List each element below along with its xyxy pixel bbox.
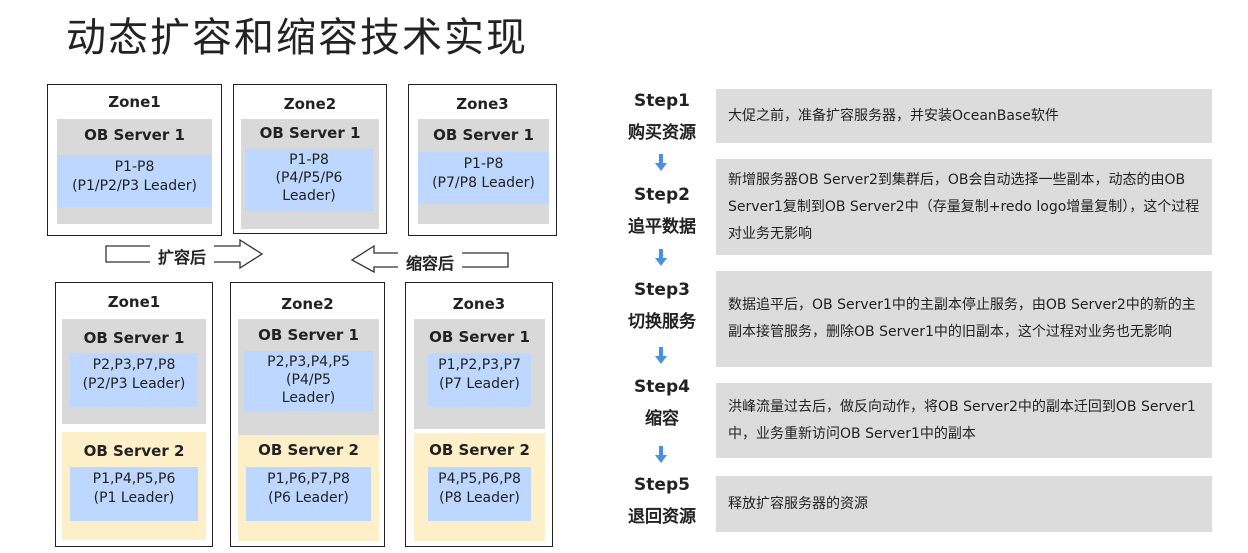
top-zone-1: Zone1 OB Server 1 P1-P8 (P1/P2/P3 Leader… bbox=[47, 84, 222, 236]
zone-label: Zone2 bbox=[281, 295, 334, 313]
server-label: OB Server 1 bbox=[429, 328, 530, 346]
partition-box: P1-P8 (P4/P5/P6 Leader) bbox=[245, 149, 373, 211]
step-2-description: 新增服务器OB Server2到集群后，OB会自动选择一些副本，动态的由OB S… bbox=[716, 159, 1212, 255]
server-label: OB Server 1 bbox=[258, 326, 359, 344]
down-arrow-icon bbox=[655, 446, 667, 463]
down-arrow-icon bbox=[655, 249, 667, 266]
server-label: OB Server 2 bbox=[83, 442, 185, 460]
ob-server-2: OB Server 2 P1,P4,P5,P6 (P1 Leader) bbox=[62, 432, 206, 540]
ob-server-1: OB Server 1 P2,P3,P4,P5 (P4/P5 Leader) bbox=[238, 319, 379, 437]
partition-box: P1,P2,P3,P7 (P7 Leader) bbox=[428, 353, 531, 407]
ob-server-1: OB Server 1 P1-P8 (P1/P2/P3 Leader) bbox=[57, 119, 212, 224]
step-3-description: 数据追平后，OB Server1中的主副本停止服务，由OB Server2中的新… bbox=[716, 271, 1212, 367]
server-label: OB Server 1 bbox=[83, 329, 185, 347]
ob-server-1: OB Server 1 P2,P3,P7,P8 (P2/P3 Leader) bbox=[62, 319, 206, 424]
ob-server-1: OB Server 1 P1-P8 (P4/P5/P6 Leader) bbox=[241, 119, 379, 229]
partition-box: P1-P8 (P1/P2/P3 Leader) bbox=[57, 155, 212, 207]
bottom-zone-3: Zone3 OB Server 1 P1,P2,P3,P7 (P7 Leader… bbox=[405, 282, 553, 547]
top-zone-2: Zone2 OB Server 1 P1-P8 (P4/P5/P6 Leader… bbox=[233, 84, 387, 234]
down-arrow-icon bbox=[655, 347, 667, 364]
shrink-label: 缩容后 bbox=[398, 250, 462, 274]
partition-box: P2,P3,P4,P5 (P4/P5 Leader) bbox=[244, 351, 373, 411]
down-arrow-icon bbox=[655, 154, 667, 171]
zone-label: Zone1 bbox=[108, 93, 161, 111]
step-5-description: 释放扩容服务器的资源 bbox=[716, 476, 1212, 532]
page-title: 动态扩容和缩容技术实现 bbox=[66, 15, 528, 61]
expand-label: 扩容后 bbox=[150, 244, 214, 268]
zone-label: Zone3 bbox=[452, 295, 506, 313]
ob-server-2: OB Server 2 P4,P5,P6,P8 (P8 Leader) bbox=[414, 433, 545, 541]
server-label: OB Server 1 bbox=[84, 126, 185, 144]
partition-box: P1-P8 (P7/P8 Leader) bbox=[418, 152, 549, 204]
ob-server-1: OB Server 1 P1,P2,P3,P7 (P7 Leader) bbox=[414, 319, 545, 429]
server-label: OB Server 1 bbox=[259, 124, 361, 142]
ob-server-1: OB Server 1 P1-P8 (P7/P8 Leader) bbox=[418, 119, 549, 224]
step-4-description: 洪峰流量过去后，做反向动作，将OB Server2中的副本迁回到OB Serve… bbox=[716, 383, 1212, 458]
bottom-zone-1: Zone1 OB Server 1 P2,P3,P7,P8 (P2/P3 Lea… bbox=[55, 282, 213, 547]
step-1-description: 大促之前，准备扩容服务器，并安装OceanBase软件 bbox=[716, 89, 1212, 143]
partition-box: P2,P3,P7,P8 (P2/P3 Leader) bbox=[70, 353, 198, 407]
zone-label: Zone2 bbox=[283, 95, 337, 113]
server-label: OB Server 2 bbox=[258, 441, 359, 459]
server-label: OB Server 1 bbox=[433, 126, 534, 144]
partition-box: P1,P4,P5,P6 (P1 Leader) bbox=[70, 467, 198, 521]
server-label: OB Server 2 bbox=[429, 441, 530, 459]
top-zone-3: Zone3 OB Server 1 P1-P8 (P7/P8 Leader) bbox=[408, 84, 557, 236]
zone-label: Zone3 bbox=[456, 95, 509, 113]
partition-box: P4,P5,P6,P8 (P8 Leader) bbox=[428, 467, 531, 521]
partition-box: P1,P6,P7,P8 (P6 Leader) bbox=[246, 467, 371, 521]
bottom-zone-2: Zone2 OB Server 1 P2,P3,P4,P5 (P4/P5 Lea… bbox=[230, 282, 385, 547]
ob-server-2: OB Server 2 P1,P6,P7,P8 (P6 Leader) bbox=[238, 435, 379, 541]
zone-label: Zone1 bbox=[107, 293, 161, 311]
